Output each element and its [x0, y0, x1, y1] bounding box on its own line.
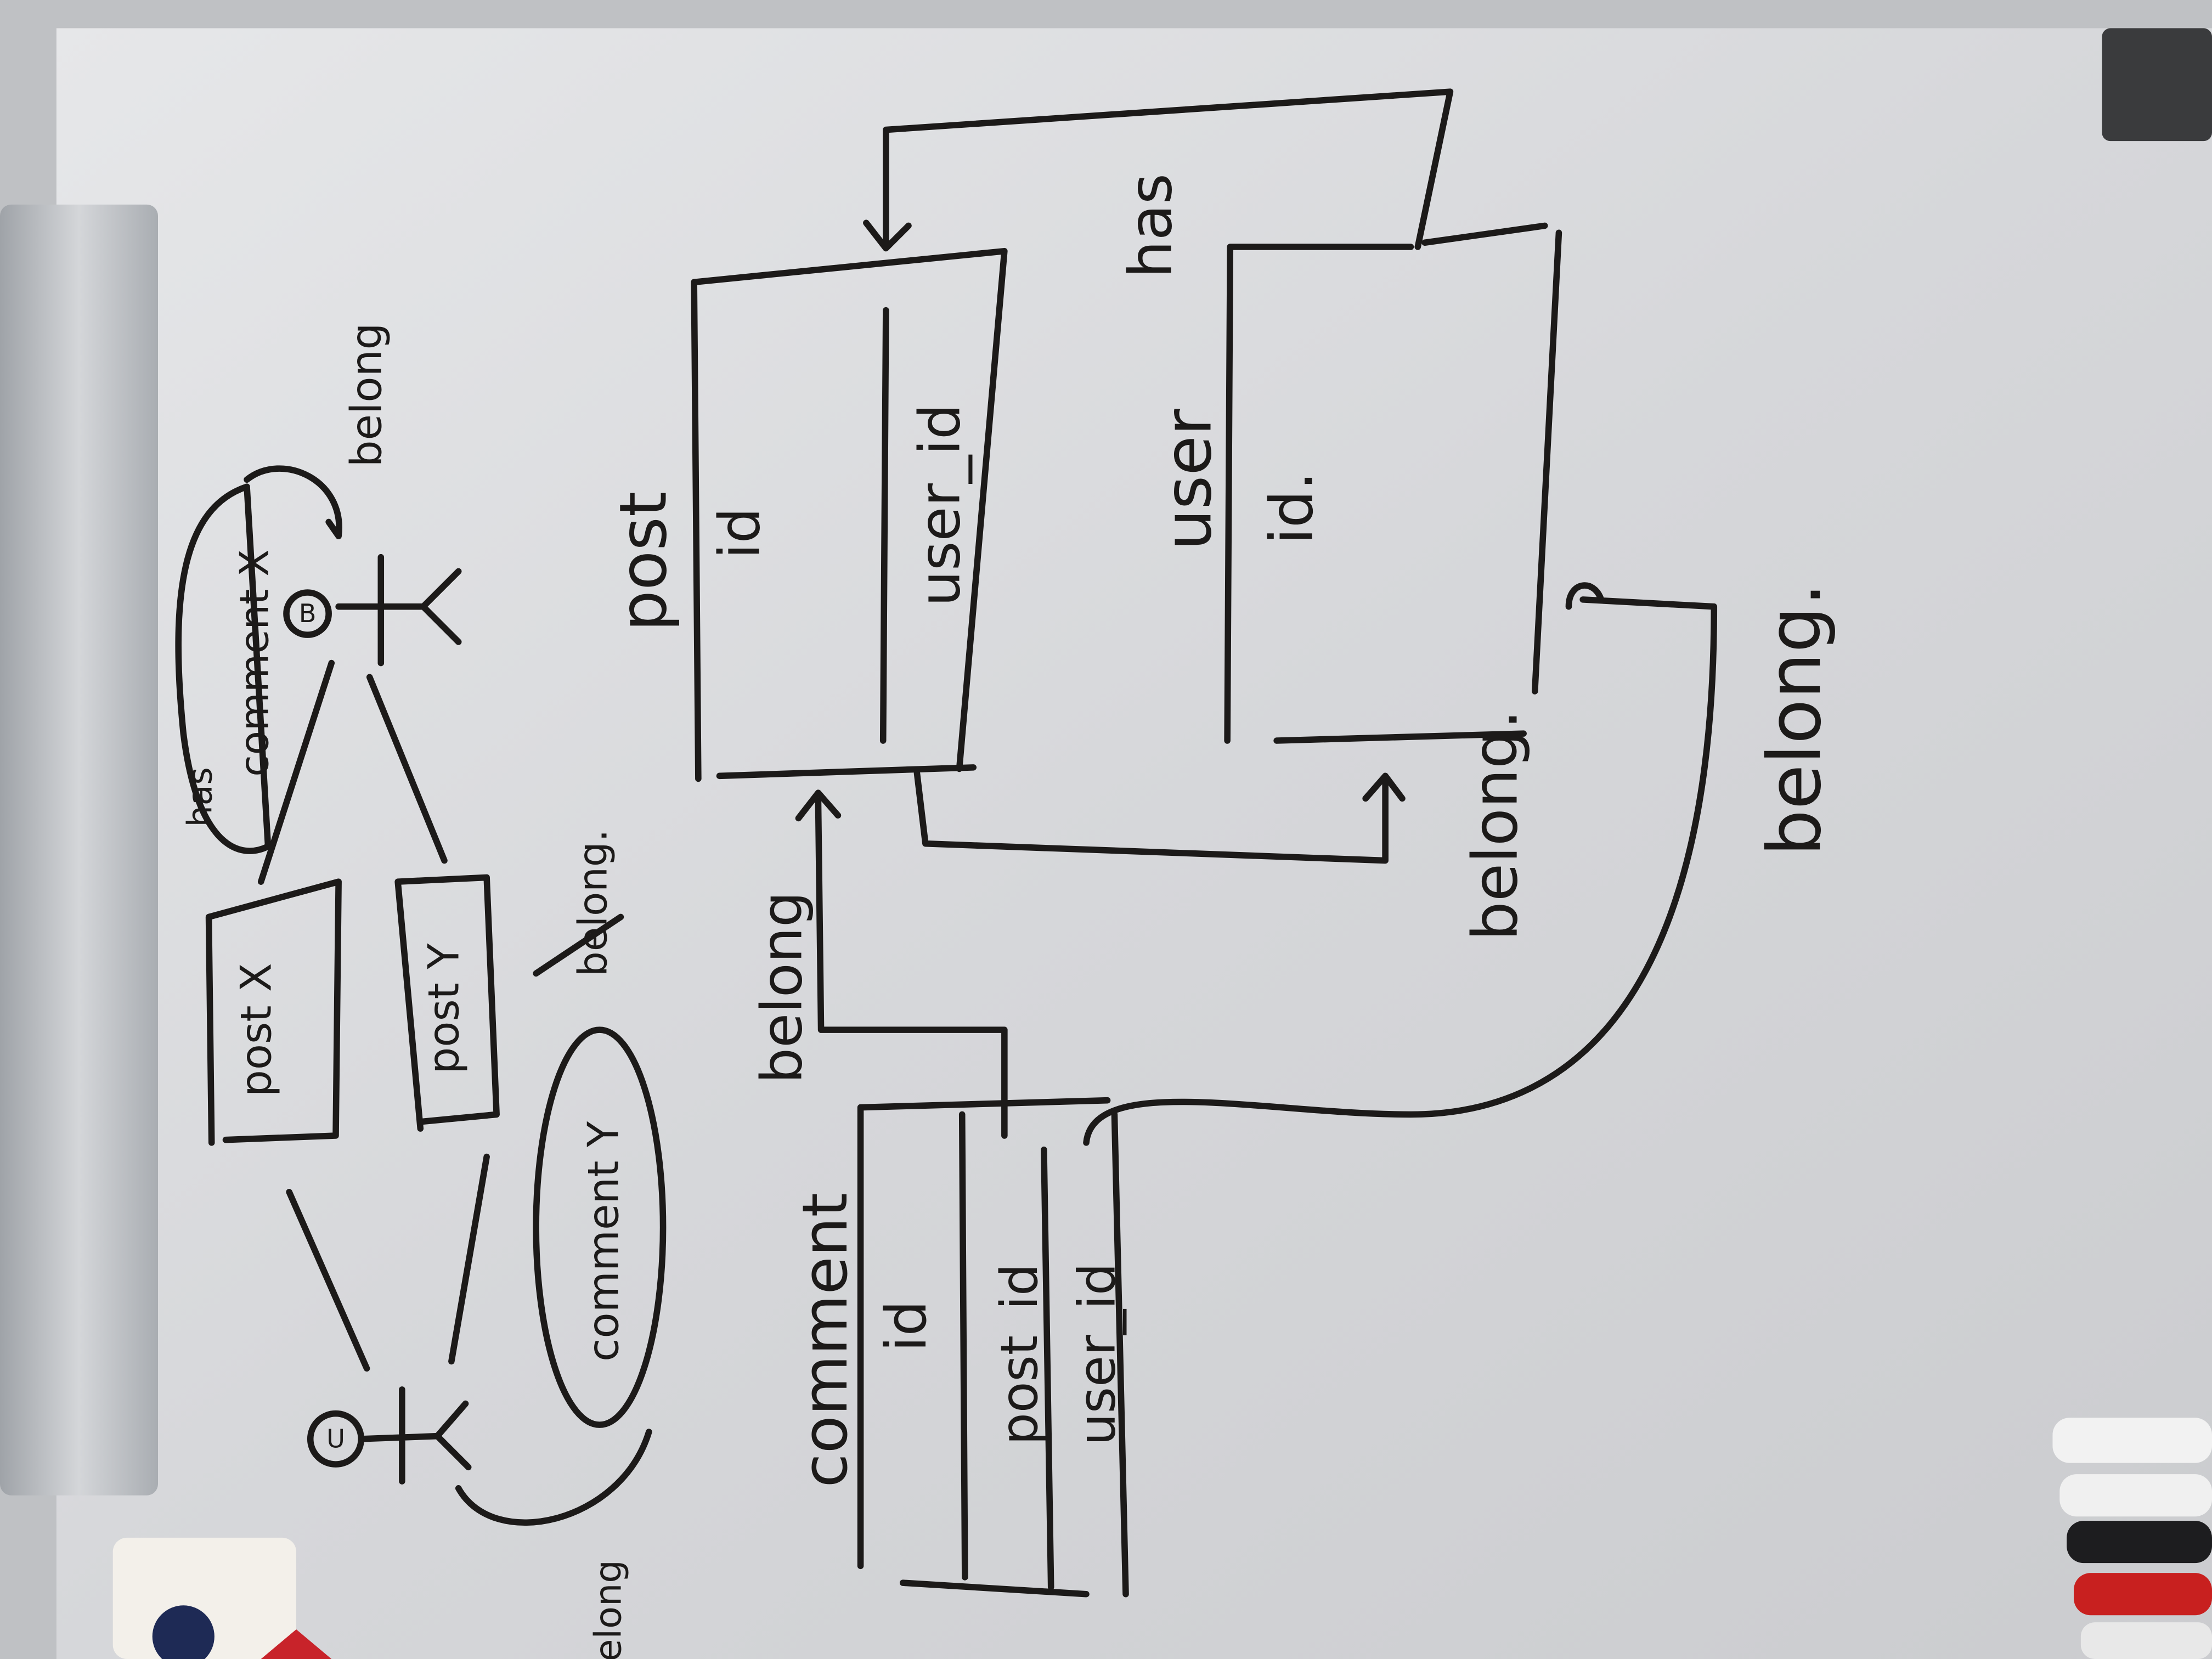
has-label: has	[1116, 173, 1185, 278]
sketch-arrows	[257, 659, 652, 1526]
marker-tray	[0, 204, 158, 1496]
badge-label: B	[299, 599, 317, 628]
actor-left	[358, 1386, 472, 1485]
has-sketch-label: has	[180, 767, 220, 827]
post-field-user-id: user_id	[908, 404, 973, 607]
actor-right	[335, 554, 462, 667]
eraser	[2102, 28, 2212, 142]
comment-y-ellipse	[533, 1026, 667, 1428]
comment-x-label: comment X	[232, 549, 278, 776]
use-case-sketch: post X post Y comment X comment Y belong…	[175, 323, 667, 1659]
comment-dividers	[958, 1111, 1054, 1590]
comment-post-label: belong	[750, 891, 815, 1084]
post-x-label: post X	[232, 963, 281, 1097]
comment-post-arrow	[795, 789, 1008, 1139]
post-divider	[879, 307, 889, 744]
user-title: user	[1150, 409, 1226, 550]
post-table: post id user_id	[606, 247, 1008, 782]
relation-arrows	[795, 88, 1718, 1146]
user-box	[1224, 222, 1562, 744]
user-field-id: id.	[1257, 471, 1326, 544]
badge-circle	[283, 589, 332, 638]
belong-top-label: belong	[342, 323, 391, 467]
actor-badge: U	[326, 1424, 345, 1453]
comment-field-id: id	[874, 1300, 939, 1352]
comment-box	[857, 1097, 1129, 1598]
user-table: user id.	[1150, 222, 1562, 744]
markers[interactable]	[2052, 1418, 2212, 1659]
belong-mid-label: belong.	[570, 830, 616, 977]
post-user-arrow	[913, 770, 1406, 864]
magnet-sticker	[112, 1537, 332, 1659]
post-box	[691, 247, 1008, 782]
has-arrow	[863, 88, 1454, 252]
post-y-label: post Y	[420, 943, 469, 1074]
comment-x-loop	[175, 483, 272, 854]
post-x-box	[205, 878, 342, 1146]
comment-field-post-id: post_id	[990, 1263, 1049, 1445]
comment-user-label: belong.	[1752, 583, 1837, 856]
post-belongs-label: belong.	[1459, 710, 1531, 941]
comment-title: comment	[789, 1193, 861, 1487]
belong-bottom-label: belong	[586, 1560, 629, 1659]
post-y-box	[394, 874, 500, 1132]
board-surface	[56, 28, 2212, 1659]
comment-table: comment id post_id user_id	[789, 1097, 1129, 1598]
post-title: post	[606, 492, 681, 631]
post-field-id: id	[707, 507, 772, 559]
comment-field-user-id: user_id	[1067, 1263, 1126, 1446]
comment-y-label: comment Y	[579, 1121, 628, 1362]
belong-top-arrow	[244, 465, 342, 539]
comment-user-arrow	[1083, 582, 1718, 1146]
